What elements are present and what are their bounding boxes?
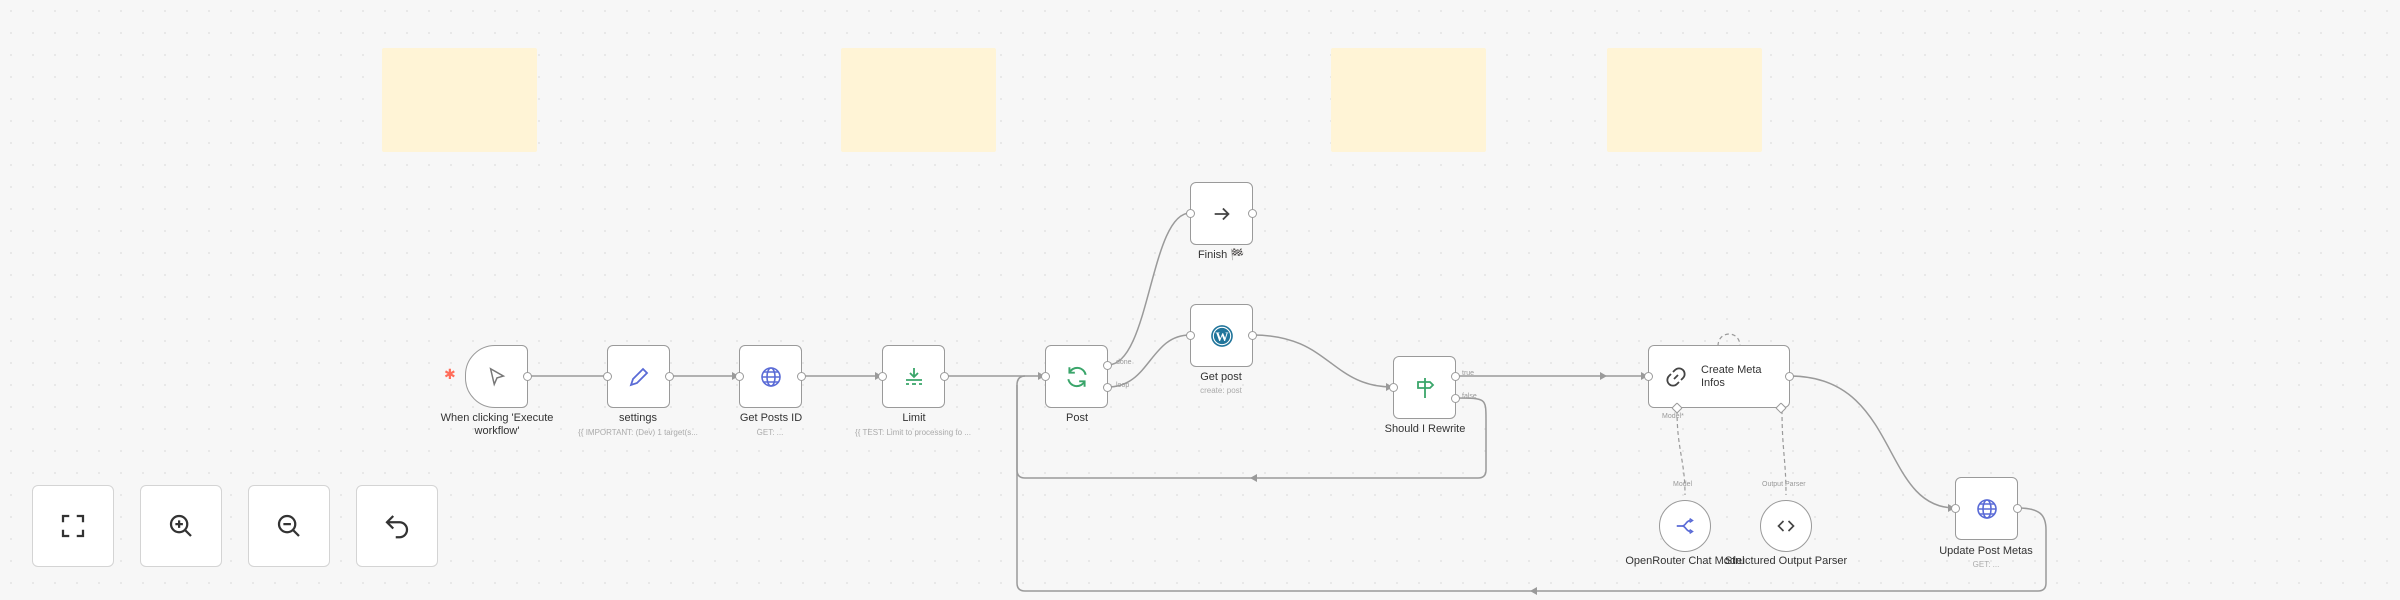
- port-label-model: Model*: [1662, 413, 1684, 420]
- output-port-done[interactable]: [1103, 361, 1112, 370]
- globe-icon: [756, 362, 786, 392]
- undo-button[interactable]: [356, 485, 438, 567]
- edge-createmeta-update: [1789, 375, 1956, 509]
- node-subtitle: {{ IMPORTANT: (Dev) 1 target(s...: [578, 428, 698, 437]
- node-get-posts-id[interactable]: [735, 345, 806, 408]
- node-label: Get post: [1200, 371, 1242, 383]
- node-get-post[interactable]: W: [1186, 304, 1257, 367]
- sticky-note[interactable]: [1607, 48, 1762, 152]
- output-port[interactable]: [1785, 372, 1794, 381]
- edge-getpost-shouldrewrite: [1252, 334, 1394, 388]
- node-label: Structured Output Parser: [1724, 555, 1848, 567]
- edge-update-loopback: [1016, 385, 2047, 592]
- node-update-post-metas[interactable]: [1951, 477, 2022, 540]
- zoom-out-icon: [274, 511, 304, 541]
- node-label: Limit: [902, 412, 926, 424]
- input-port[interactable]: [1951, 504, 1960, 513]
- zoom-in-icon: [166, 511, 196, 541]
- output-port[interactable]: [523, 372, 532, 381]
- output-port[interactable]: [665, 372, 674, 381]
- node-openrouter-chat-model[interactable]: [1659, 500, 1711, 552]
- input-port[interactable]: [1186, 209, 1195, 218]
- output-port-true[interactable]: [1451, 372, 1460, 381]
- globe-icon: [1972, 494, 2002, 524]
- edge-createmeta-loop: [1717, 333, 1741, 347]
- input-port[interactable]: [1041, 372, 1050, 381]
- node-label: Update Post Metas: [1939, 545, 2033, 557]
- port-label-true: true: [1462, 370, 1475, 377]
- node-structured-output-parser[interactable]: [1760, 500, 1812, 552]
- edge-post-loop-getpost: [1107, 334, 1191, 388]
- zoom-in-button[interactable]: [140, 485, 222, 567]
- node-label: Should I Rewrite: [1384, 423, 1466, 435]
- port-label-false: false: [1462, 393, 1477, 400]
- edge-post-done-finish: [1107, 212, 1191, 366]
- input-port[interactable]: [603, 372, 612, 381]
- node-finish[interactable]: [1186, 182, 1257, 245]
- node-should-rewrite[interactable]: [1389, 356, 1460, 419]
- sticky-note[interactable]: [1331, 48, 1486, 152]
- node-settings[interactable]: [603, 345, 674, 408]
- port-label-loop: loop: [1116, 382, 1130, 389]
- arrow-right-icon: [1207, 199, 1237, 229]
- input-port[interactable]: [1644, 372, 1653, 381]
- output-port[interactable]: [797, 372, 806, 381]
- node-label: OpenRouter Chat Model: [1625, 555, 1745, 567]
- fullscreen-icon: [58, 511, 88, 541]
- output-port[interactable]: [2013, 504, 2022, 513]
- output-port-false[interactable]: [1451, 394, 1460, 403]
- edge-model-link: [1676, 409, 1686, 496]
- output-port[interactable]: [940, 372, 949, 381]
- output-port[interactable]: [1248, 331, 1257, 340]
- openrouter-icon: [1670, 511, 1700, 541]
- undo-icon: [382, 511, 412, 541]
- node-label: Finish 🏁: [1151, 249, 1291, 262]
- finish-flag-icon: 🏁: [1230, 249, 1245, 261]
- node-manual-trigger[interactable]: [465, 345, 532, 408]
- port-label-done: done: [1116, 359, 1132, 366]
- port-label-model: Model: [1673, 481, 1693, 488]
- node-subtitle: {{ TEST: Limit to processing to ...: [855, 428, 971, 437]
- fit-view-button[interactable]: [32, 485, 114, 567]
- pencil-icon: [624, 362, 654, 392]
- limit-icon: [899, 362, 929, 392]
- input-port[interactable]: [735, 372, 744, 381]
- sticky-note[interactable]: [382, 48, 537, 152]
- node-label: settings: [619, 412, 657, 424]
- loop-icon: [1062, 362, 1092, 392]
- node-subtitle: GET: ...: [1972, 560, 2000, 569]
- input-port[interactable]: [1389, 383, 1398, 392]
- zoom-out-button[interactable]: [248, 485, 330, 567]
- output-port-loop[interactable]: [1103, 383, 1112, 392]
- node-label: Create Meta Infos: [1701, 363, 1762, 389]
- node-label: Post: [1065, 412, 1088, 424]
- svg-text:W: W: [1215, 328, 1228, 343]
- node-post-loop[interactable]: [1041, 345, 1112, 408]
- signpost-icon: [1410, 373, 1440, 403]
- pointer-icon: [482, 362, 512, 392]
- output-port[interactable]: [1248, 209, 1257, 218]
- node-create-meta-infos[interactable]: Create Meta Infos: [1644, 345, 1794, 414]
- node-subtitle: create: post: [1200, 386, 1242, 395]
- node-label: Get Posts ID: [739, 412, 803, 424]
- input-port[interactable]: [1186, 331, 1195, 340]
- node-subtitle: GET: ...: [756, 428, 784, 437]
- node-label-text: Finish: [1197, 249, 1228, 261]
- node-label: When clicking 'Execute workflow': [440, 412, 554, 437]
- node-limit[interactable]: [878, 345, 949, 408]
- wordpress-icon: W: [1207, 321, 1237, 351]
- port-label-parser: Output Parser: [1762, 481, 1806, 488]
- trigger-indicator: ✱: [444, 366, 456, 382]
- code-icon: [1771, 511, 1801, 541]
- input-port[interactable]: [878, 372, 887, 381]
- sticky-note[interactable]: [841, 48, 996, 152]
- edge-parser-link: [1781, 409, 1787, 496]
- link-icon: [1661, 362, 1691, 392]
